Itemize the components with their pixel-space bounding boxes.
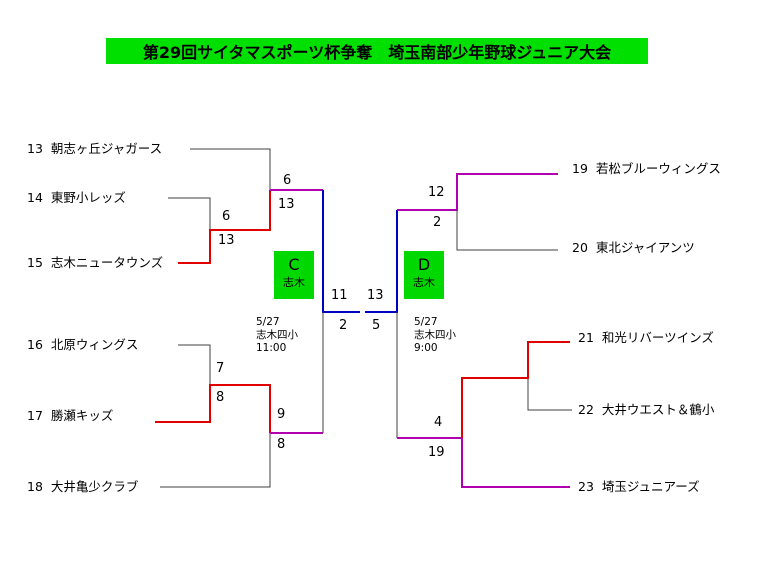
line-team-14 xyxy=(168,197,211,230)
line-team-16 xyxy=(178,344,211,385)
match-site: 志木四小 xyxy=(414,329,456,341)
match-time: 11:00 xyxy=(256,342,287,354)
line-team-19 xyxy=(397,173,558,211)
match-date: 5/27 xyxy=(256,316,280,328)
score: 9 xyxy=(277,407,286,422)
score: 6 xyxy=(283,173,292,188)
venue-place: 志木 xyxy=(413,276,435,289)
score: 2 xyxy=(433,215,442,230)
score: 6 xyxy=(222,209,231,224)
venue-place: 志木 xyxy=(283,276,305,289)
score: 8 xyxy=(277,437,286,452)
score: 5 xyxy=(372,318,381,333)
score: 13 xyxy=(218,233,235,248)
score: 12 xyxy=(428,185,445,200)
match-site: 志木四小 xyxy=(256,329,298,341)
line-team-22 xyxy=(527,378,572,411)
score: 13 xyxy=(367,288,384,303)
score: 7 xyxy=(216,361,225,376)
match-time: 9:00 xyxy=(414,342,438,354)
venue-c-badge: C 志木 xyxy=(274,251,314,299)
line-team-18 xyxy=(160,433,271,488)
venue-letter: D xyxy=(417,255,431,274)
line-team-17 xyxy=(155,384,271,433)
tournament-title: 第29回サイタマスポーツ杯争奪 埼玉南部少年野球ジュニア大会 xyxy=(106,38,648,64)
line-team-13 xyxy=(190,148,271,190)
score: 2 xyxy=(339,318,348,333)
line-team-20 xyxy=(456,210,558,251)
venue-c-info: 5/27 志木四小 11:00 xyxy=(256,316,298,355)
venue-letter: C xyxy=(288,255,300,274)
venue-d-info: 5/27 志木四小 9:00 xyxy=(414,316,456,355)
line-team-23 xyxy=(397,437,570,488)
score: 8 xyxy=(216,390,225,405)
line-team-21 xyxy=(461,341,570,438)
venue-d-badge: D 志木 xyxy=(404,251,444,299)
score: 13 xyxy=(278,197,295,212)
score: 19 xyxy=(428,445,445,460)
line-team-15 xyxy=(178,190,271,264)
score: 4 xyxy=(434,415,443,430)
match-date: 5/27 xyxy=(414,316,438,328)
score: 11 xyxy=(331,288,348,303)
